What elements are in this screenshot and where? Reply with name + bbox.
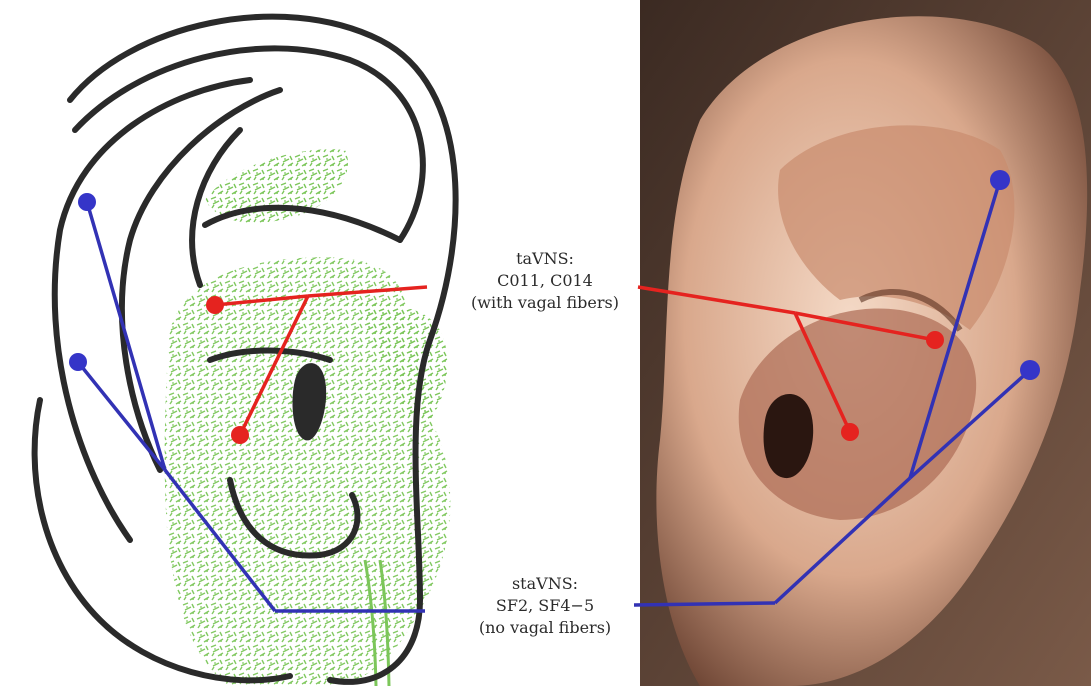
ear-photo <box>640 0 1091 686</box>
tavns-label: taVNS: C011, C014 (with vagal fibers) <box>445 248 645 314</box>
ear-drawing <box>35 17 456 686</box>
tavns-point-c014-photo <box>841 423 859 441</box>
stavns-point-sf2-photo <box>990 170 1010 190</box>
tavns-note: (with vagal fibers) <box>445 292 645 314</box>
stavns-label: staVNS: SF2, SF4−5 (no vagal fibers) <box>445 573 645 639</box>
tavns-title: taVNS: <box>445 248 645 270</box>
stavns-branch-left-upper <box>87 202 165 470</box>
tavns-point-c011-photo <box>926 331 944 349</box>
stavns-point-sf2-drawing <box>78 193 96 211</box>
tavns-points-text: C011, C014 <box>445 270 645 292</box>
stavns-branch-left-lower <box>78 362 165 470</box>
stavns-title: staVNS: <box>445 573 645 595</box>
stavns-points-text: SF2, SF4−5 <box>445 595 645 617</box>
tavns-point-c011-drawing <box>206 296 224 314</box>
stavns-point-sf45-drawing <box>69 353 87 371</box>
stavns-note: (no vagal fibers) <box>445 617 645 639</box>
stavns-connector-right <box>634 603 775 605</box>
stavns-point-sf45-photo <box>1020 360 1040 380</box>
tavns-point-c014-drawing <box>231 426 249 444</box>
